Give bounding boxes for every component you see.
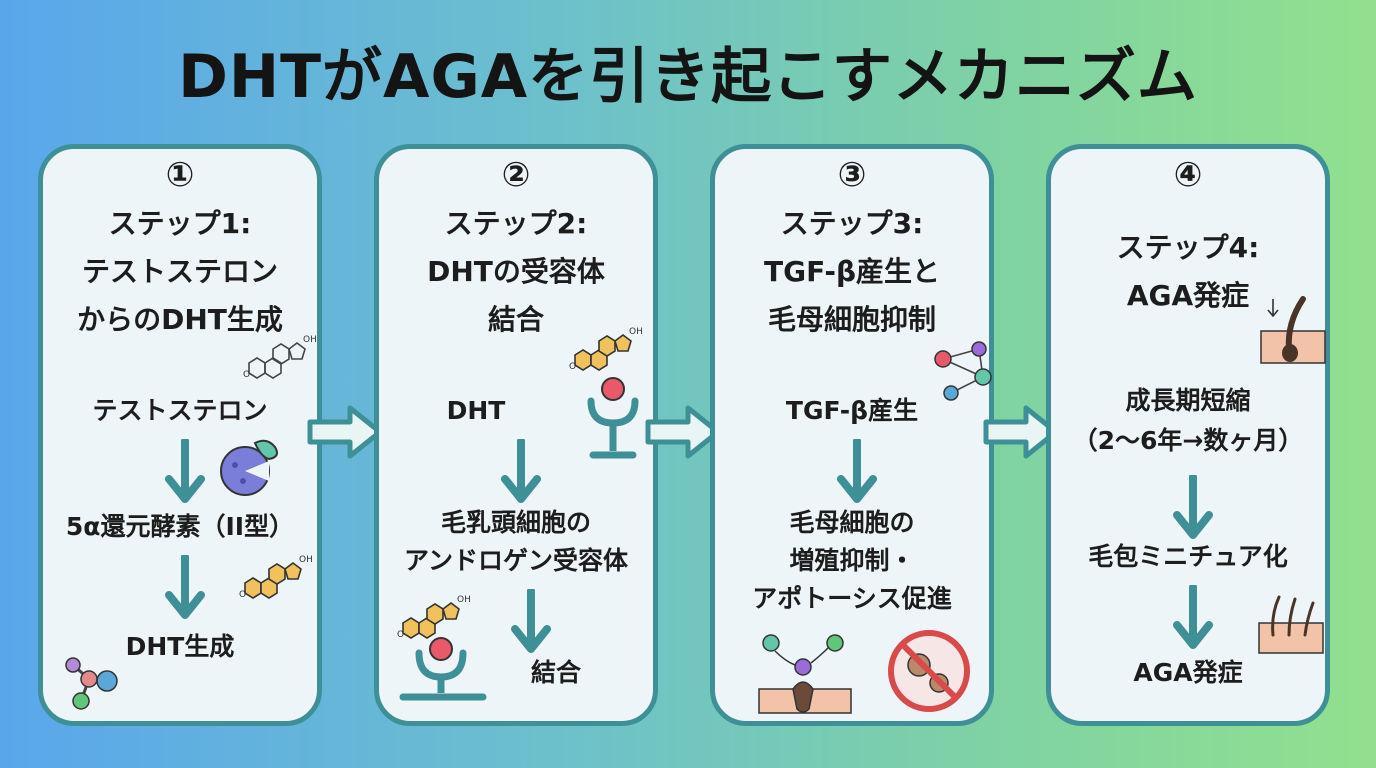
enzyme-icon bbox=[220, 439, 278, 496]
dht-molecule-icon bbox=[239, 553, 319, 603]
page-title: DHTがAGAを引き起こすメカニズム bbox=[178, 42, 1198, 112]
step-item: 増殖抑制・ bbox=[789, 546, 915, 575]
step-heading-line: TGF-β産生と bbox=[763, 255, 940, 288]
step-item: AGA発症 bbox=[1133, 658, 1243, 687]
androgen-receptor-binding-icon bbox=[397, 594, 487, 701]
step-heading-line: 毛母細胞抑制 bbox=[767, 303, 936, 336]
step-item: テストステロン bbox=[92, 396, 268, 425]
step-heading-line: からのDHT生成 bbox=[77, 303, 283, 336]
down-arrow-icon bbox=[163, 439, 207, 505]
step-number: ② bbox=[501, 155, 531, 195]
step-card-3: ③ ステップ3: TGF-β産生と 毛母細胞抑制 TGF-β産生 毛母細胞の 増… bbox=[710, 144, 994, 726]
testosterone-molecule-icon bbox=[243, 333, 323, 383]
step-item: 毛母細胞の bbox=[789, 508, 915, 537]
down-arrow-icon bbox=[1171, 475, 1215, 541]
step-item: 5α還元酵素（II型） bbox=[65, 512, 295, 541]
step-heading-line: DHTの受容体 bbox=[427, 255, 605, 288]
miniaturized-hair-icon bbox=[1258, 595, 1324, 654]
step-item: アンドロゲン受容体 bbox=[403, 546, 628, 575]
step-heading-line: ステップ3: bbox=[780, 207, 924, 240]
down-arrow-icon bbox=[509, 589, 553, 655]
step-heading-line: テストステロン bbox=[81, 255, 278, 288]
step-number: ③ bbox=[837, 155, 867, 195]
steroid-molecule-icon bbox=[569, 325, 649, 375]
step-card-2: ② ステップ2: DHTの受容体 結合 DHT 毛乳頭細胞の アンドロゲン受容体… bbox=[374, 144, 658, 726]
step-card-1: ① ステップ1: テストステロン からのDHT生成 テストステロン 5α還元酵素… bbox=[38, 144, 322, 726]
down-arrow-icon bbox=[1171, 585, 1215, 651]
step-item: DHT生成 bbox=[125, 632, 235, 661]
hair-matrix-cell-icon bbox=[758, 634, 852, 714]
step-item: 成長期短縮 bbox=[1125, 386, 1251, 415]
apoptosis-prohibited-icon bbox=[888, 630, 970, 712]
dht-receptor-icon bbox=[587, 377, 639, 459]
step-item: 毛乳頭細胞の bbox=[440, 508, 591, 537]
step-number: ④ bbox=[1173, 155, 1203, 195]
molecule-cluster-icon bbox=[65, 657, 118, 710]
down-arrow-icon bbox=[163, 555, 207, 621]
step-card-4: ④ ステップ4: AGA発症 成長期短縮 （2～6年→数ヶ月） 毛包ミニチュア化… bbox=[1046, 144, 1330, 726]
step-heading-line: ステップ4: bbox=[1116, 231, 1260, 264]
step-number: ① bbox=[165, 155, 195, 195]
step-heading-line: 結合 bbox=[487, 303, 544, 336]
step-item: TGF-β産生 bbox=[785, 396, 919, 425]
step-heading-line: ステップ2: bbox=[444, 207, 588, 240]
step-item: 毛包ミニチュア化 bbox=[1088, 542, 1288, 571]
step-heading-line: ステップ1: bbox=[108, 207, 252, 240]
down-arrow-icon bbox=[835, 439, 879, 505]
down-arrow-icon bbox=[499, 439, 543, 505]
step-item: 結合 bbox=[530, 658, 581, 687]
step-item: アポトーシス促進 bbox=[752, 584, 952, 613]
step-item: DHT bbox=[446, 396, 506, 425]
step-item: （2～6年→数ヶ月） bbox=[1072, 426, 1304, 455]
step-heading-line: AGA発症 bbox=[1126, 279, 1250, 312]
signal-network-icon bbox=[934, 341, 992, 401]
hair-follicle-icon bbox=[1260, 296, 1326, 364]
